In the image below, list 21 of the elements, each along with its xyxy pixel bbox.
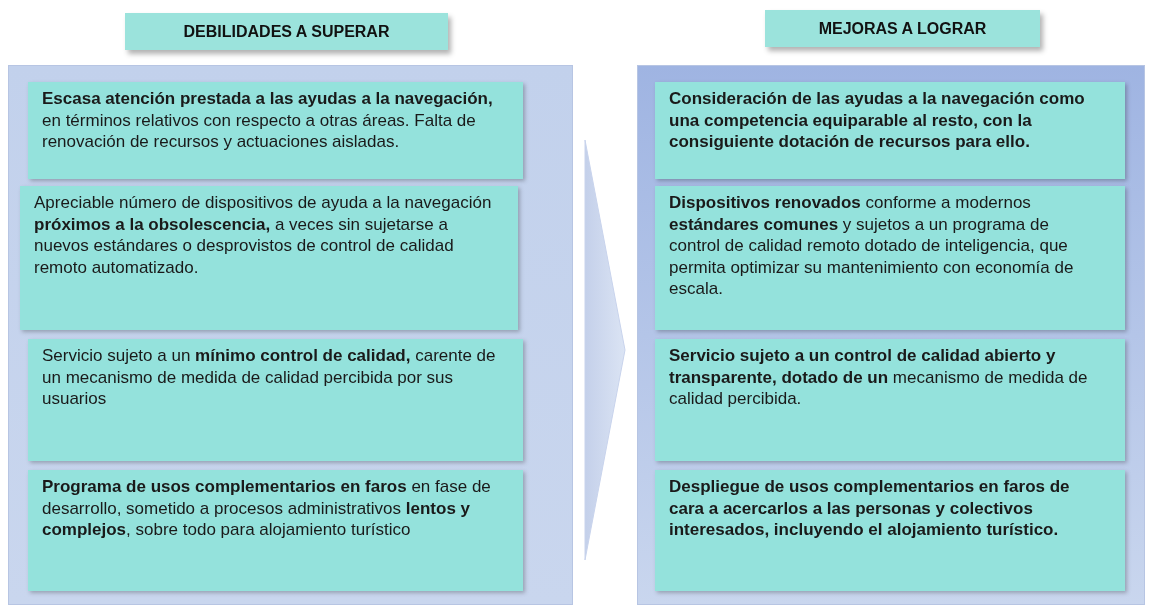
description-text: Programa de usos complementarios en faros en fase de desarrollo, sometido a procesos administrativos lentos y complejos, sobre todo para alojamiento turístico: [42, 476, 492, 541]
description-text: Consideración de las ayudas a la navegación como una competencia equiparable al resto, con la consiguiente dotación de recursos para ello.: [669, 88, 1086, 153]
description-text: Apreciable número de dispositivos de ayuda a la navegación próximos a la obsolescencia, a veces sin sujetarse a nuevos estándares o desprovistos de control de calidad remoto automatizado.: [34, 192, 493, 278]
description-text: Servicio sujeto a un control de calidad abierto y transparente, dotado de un mecanismo de medida de calidad percibida.: [669, 345, 1089, 410]
heading-label: MEJORAS A LOGRAR: [765, 10, 1040, 47]
text-card: [28, 470, 523, 591]
description-text: Dispositivos renovados conforme a modernos estándares comunes y sujetos a un programa de control de calidad remoto dotado de inteligencia, que permita optimizar su mantenimiento con economía de escala.: [669, 192, 1075, 300]
text-card: [28, 339, 523, 461]
text-card: [655, 470, 1125, 591]
description-text: Despliegue de usos complementarios en faros de cara a acercarlos a las personas y colectivos interesados, incluyendo el alojamiento turístico.: [669, 476, 1071, 541]
text-card: [655, 186, 1125, 330]
text-card: [20, 186, 518, 330]
heading-label: DEBILIDADES A SUPERAR: [125, 13, 448, 50]
text-card: [655, 339, 1125, 461]
panel-background: [637, 65, 1145, 605]
text-card: [655, 82, 1125, 179]
text-card: [28, 82, 523, 179]
description-text: Servicio sujeto a un mínimo control de calidad, carente de un mecanismo de medida de calidad percibida por sus usuarios: [42, 345, 497, 410]
arrow: [584, 139, 626, 561]
panel-background: [8, 65, 573, 605]
description-text: Escasa atención prestada a las ayudas a la navegación, en términos relativos con respecto a otras áreas. Falta de renovación de recursos y actuaciones aisladas.: [42, 88, 494, 153]
